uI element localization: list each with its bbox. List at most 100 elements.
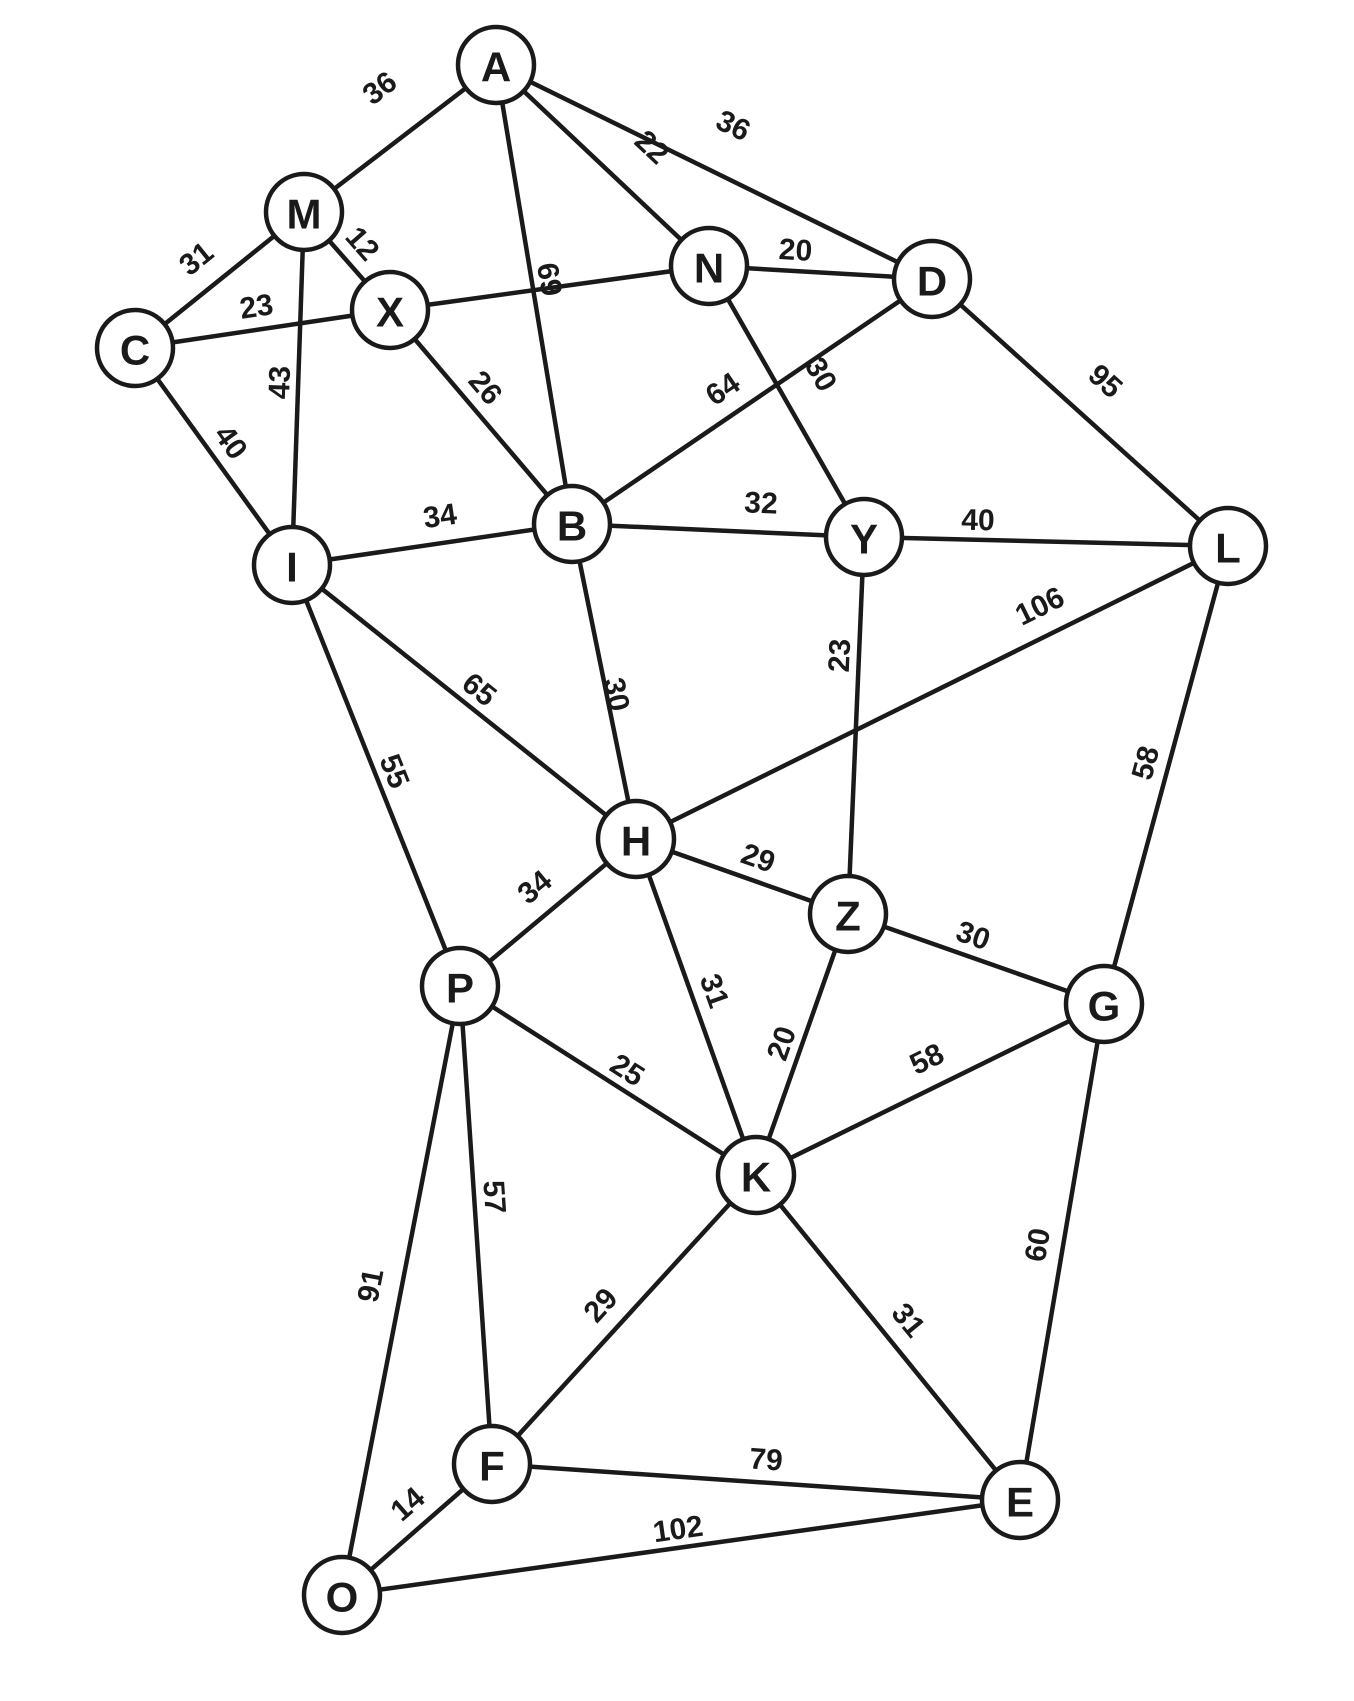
edge-weight-n-y: 30 xyxy=(798,352,843,397)
edge-k-e xyxy=(753,1172,1023,1503)
node-d: D xyxy=(891,238,973,320)
node-label: X xyxy=(376,289,404,336)
node-label: Y xyxy=(850,516,878,563)
edge-y-l xyxy=(861,534,1231,549)
edge-c-x xyxy=(132,307,393,351)
edge-weight-g-e: 60 xyxy=(1019,1226,1057,1264)
edge-weight-d-b: 64 xyxy=(700,366,746,412)
edge-i-b xyxy=(289,521,575,568)
edge-a-m xyxy=(301,62,499,215)
edge-y-z xyxy=(845,534,867,917)
node-y: Y xyxy=(823,496,905,578)
edge-weight-c-x: 23 xyxy=(238,288,276,326)
node-circle xyxy=(251,524,333,606)
edge-m-i xyxy=(289,209,307,568)
node-circle xyxy=(823,496,905,578)
node-label: I xyxy=(286,544,298,591)
edge-weight-o-e: 102 xyxy=(651,1510,705,1550)
edge-weight-i-b: 34 xyxy=(421,498,459,536)
edge-g-e xyxy=(1017,1001,1107,1503)
node-label: C xyxy=(120,327,150,374)
edge-weight-m-c: 31 xyxy=(173,236,220,283)
node-label: N xyxy=(694,245,724,292)
node-circle xyxy=(455,24,537,106)
edge-l-h xyxy=(633,543,1231,842)
node-circle xyxy=(451,1423,533,1505)
edge-d-l xyxy=(929,276,1231,549)
edge-weight-k-e: 31 xyxy=(885,1297,932,1344)
edge-z-k xyxy=(753,911,851,1178)
edge-weight-l-g: 58 xyxy=(1126,743,1167,784)
node-circle xyxy=(1063,963,1145,1045)
edge-p-f xyxy=(457,983,495,1467)
edge-i-p xyxy=(289,562,463,989)
node-circle xyxy=(1187,505,1269,587)
edge-x-n xyxy=(387,263,712,313)
edge-b-h xyxy=(569,521,639,842)
edge-weight-a-b: 69 xyxy=(530,260,568,298)
node-f: F xyxy=(451,1423,533,1505)
node-i: I xyxy=(251,524,333,606)
edge-z-g xyxy=(845,911,1107,1007)
edge-o-e xyxy=(339,1497,1023,1598)
node-c: C xyxy=(94,307,176,389)
node-label: E xyxy=(1006,1479,1034,1526)
edge-weight-a-m: 36 xyxy=(357,65,404,111)
node-circle xyxy=(263,171,345,253)
node-label: B xyxy=(557,503,587,550)
edge-p-k xyxy=(457,983,759,1178)
edge-weight-y-z: 23 xyxy=(823,638,857,673)
node-x: X xyxy=(349,269,431,351)
edge-weight-p-k: 25 xyxy=(604,1048,650,1094)
node-m: M xyxy=(263,171,345,253)
node-h: H xyxy=(595,798,677,880)
node-circle xyxy=(94,307,176,389)
edge-i-h xyxy=(289,562,639,842)
node-circle xyxy=(531,483,613,565)
edge-x-b xyxy=(387,307,575,527)
node-circle xyxy=(715,1134,797,1216)
edge-weight-y-l: 40 xyxy=(961,504,995,538)
edge-weight-m-i: 43 xyxy=(263,365,297,399)
node-label: H xyxy=(621,818,651,865)
edge-l-g xyxy=(1101,543,1231,1007)
node-k: K xyxy=(715,1134,797,1216)
node-a: A xyxy=(455,24,537,106)
edge-weight-l-h: 106 xyxy=(1010,581,1070,633)
node-n: N xyxy=(668,225,750,307)
edge-weight-n-d: 20 xyxy=(778,233,813,268)
node-label: L xyxy=(1215,525,1241,572)
edge-b-y xyxy=(569,521,867,540)
node-g: G xyxy=(1063,963,1145,1045)
edge-f-e xyxy=(489,1461,1023,1503)
node-circle xyxy=(419,945,501,1027)
node-circle xyxy=(595,798,677,880)
node-o: O xyxy=(301,1554,383,1636)
edge-k-f xyxy=(489,1172,759,1467)
node-label: P xyxy=(446,965,474,1012)
edge-weight-p-o: 91 xyxy=(352,1266,391,1305)
node-label: F xyxy=(479,1443,505,1490)
node-z: Z xyxy=(807,873,889,955)
node-circle xyxy=(891,238,973,320)
edge-weight-f-e: 79 xyxy=(748,1442,784,1477)
edge-weight-h-z: 29 xyxy=(737,837,779,879)
node-label: D xyxy=(917,258,947,305)
edge-a-d xyxy=(493,62,935,282)
edge-weight-h-k: 31 xyxy=(693,970,735,1013)
node-label: M xyxy=(287,191,322,238)
node-circle xyxy=(807,873,889,955)
node-label: Z xyxy=(835,893,861,940)
node-label: O xyxy=(326,1574,359,1621)
node-label: K xyxy=(741,1154,771,1201)
node-circle xyxy=(979,1459,1061,1541)
edge-d-b xyxy=(569,276,935,527)
edge-weight-a-d: 36 xyxy=(711,104,755,148)
node-e: E xyxy=(979,1459,1061,1541)
node-p: P xyxy=(419,945,501,1027)
node-circle xyxy=(301,1554,383,1636)
node-circle xyxy=(668,225,750,307)
node-l: L xyxy=(1187,505,1269,587)
